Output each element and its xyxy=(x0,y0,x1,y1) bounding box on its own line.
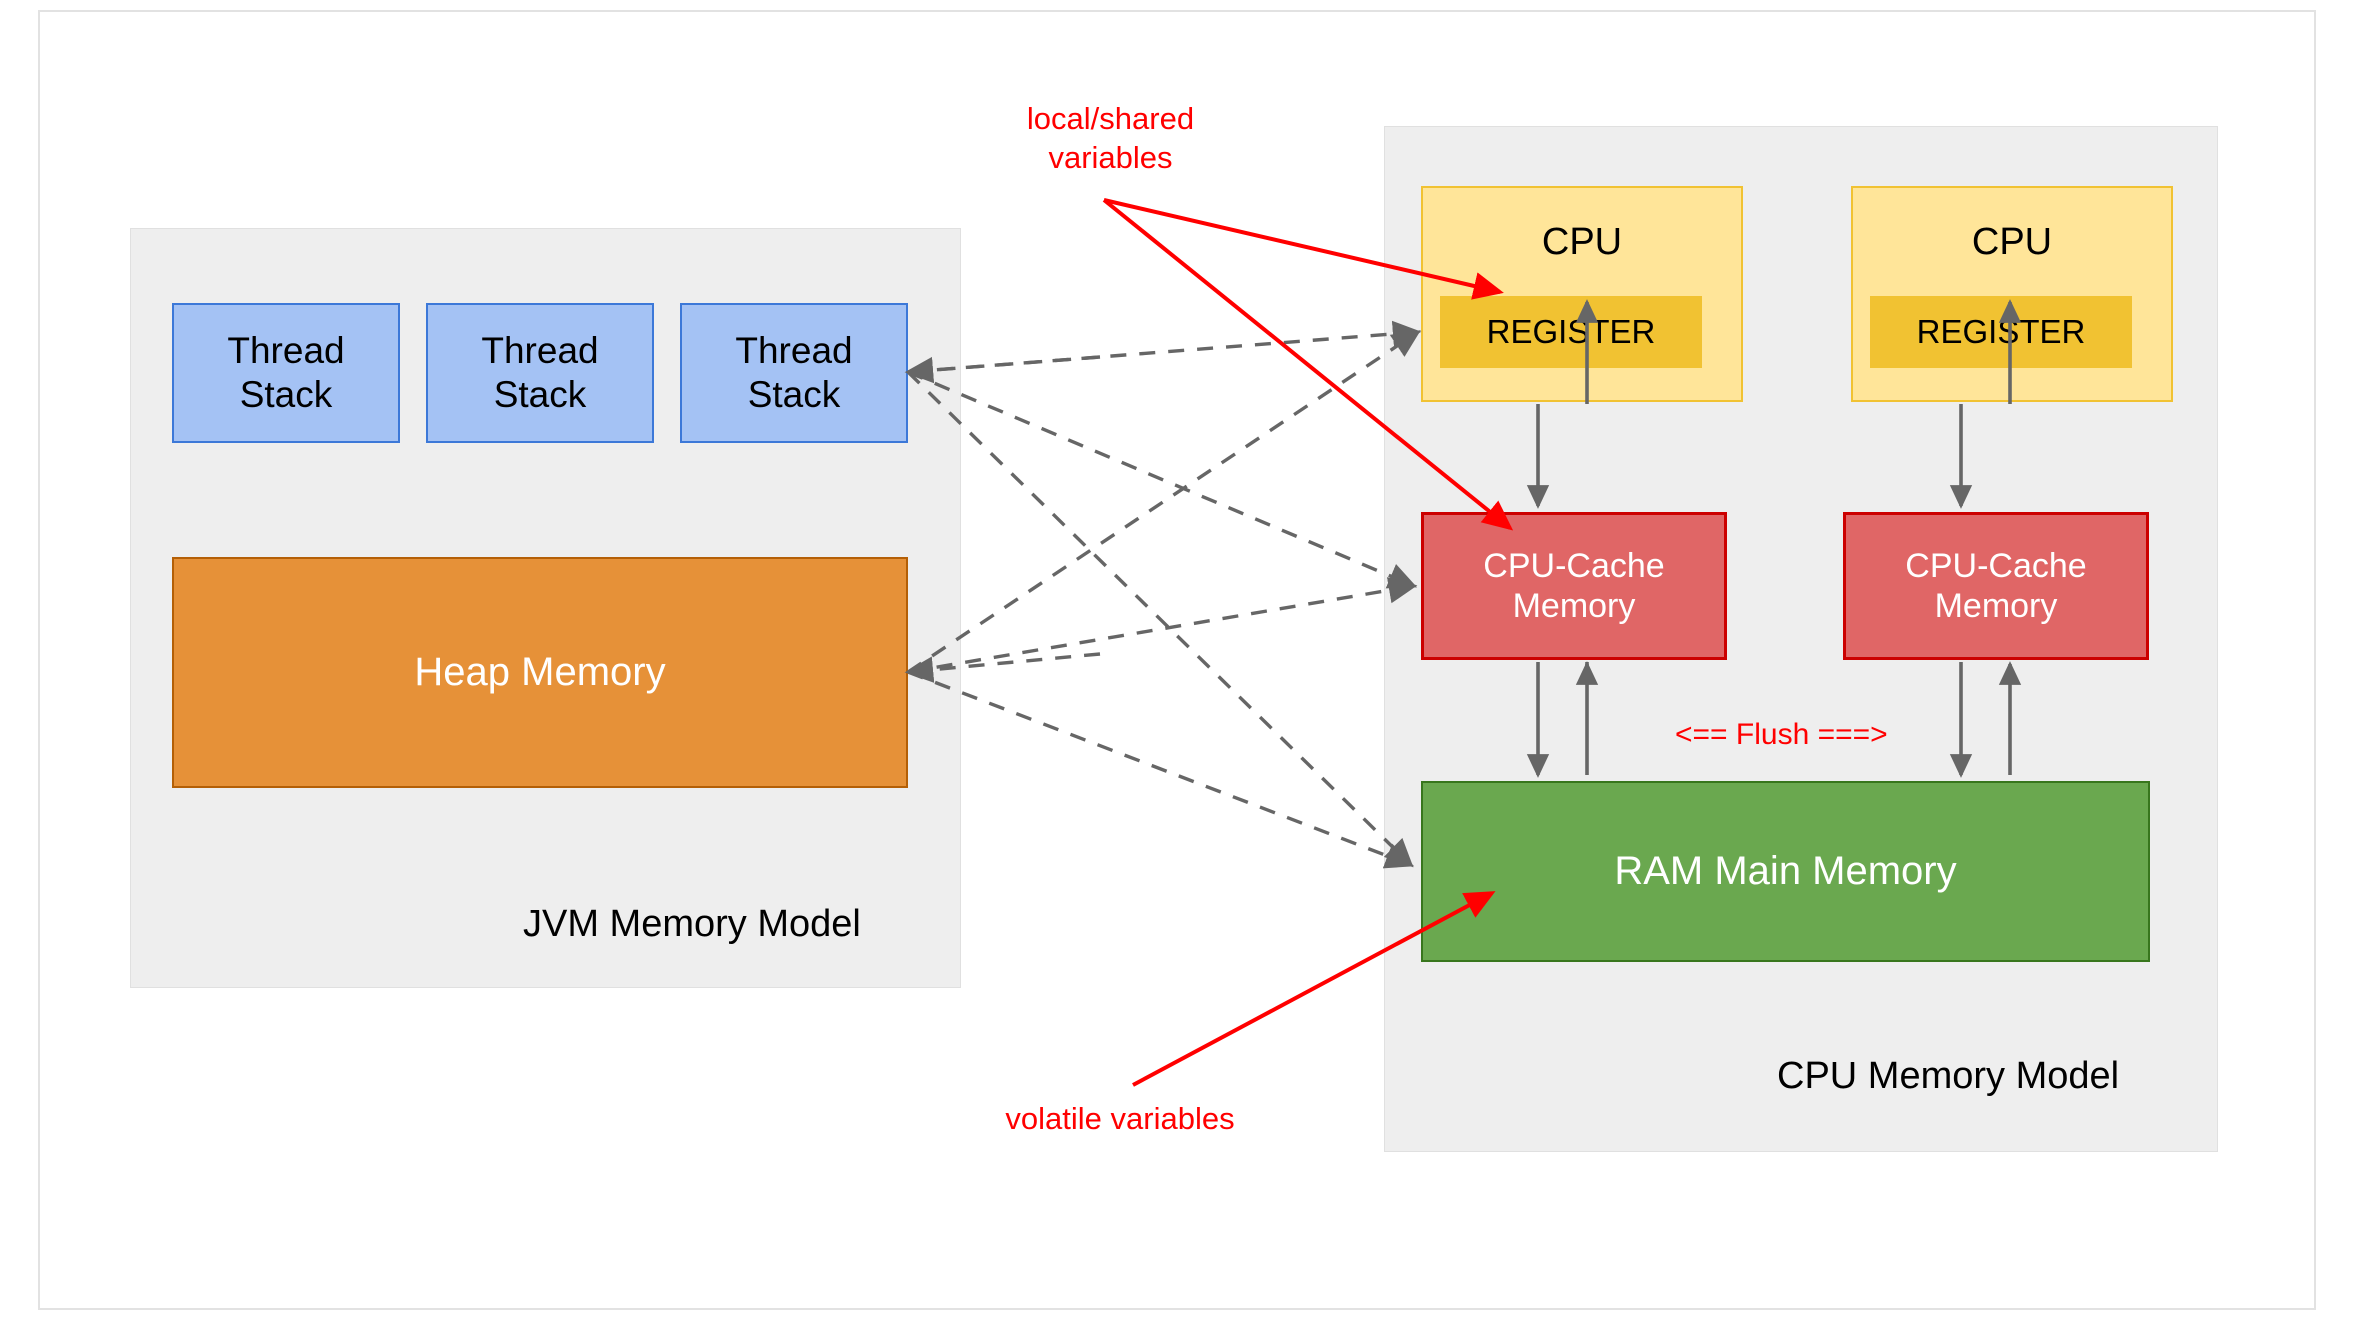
cpu-cache-label: CPU-Cache Memory xyxy=(1483,546,1665,625)
edge-heap-to-cache xyxy=(907,577,1418,674)
cpu-label: CPU xyxy=(1541,221,1623,263)
register-label: REGISTER xyxy=(1486,312,1656,350)
local-shared-variables-annotation: local/shared variables xyxy=(1026,101,1195,175)
cpu-label: CPU xyxy=(1971,221,2053,263)
ram-main-memory-label: RAM Main Memory xyxy=(1614,848,1957,893)
thread-stack-label: Thread Stack xyxy=(227,330,345,415)
heap-memory-label: Heap Memory xyxy=(414,649,666,694)
cpu-box-2[interactable]: CPU xyxy=(1851,186,2173,402)
thread-stack-label: Thread Stack xyxy=(735,330,853,415)
flush-label: <== Flush ===> xyxy=(1675,718,1888,751)
thread-stack-box-2[interactable]: Thread Stack xyxy=(426,303,654,443)
volatile-variables-annotation: volatile variables xyxy=(1005,1101,1235,1136)
thread-stack-box-1[interactable]: Thread Stack xyxy=(172,303,400,443)
cpu-cache-memory-box-2[interactable]: CPU-Cache Memory xyxy=(1843,512,2149,660)
register-label: REGISTER xyxy=(1916,312,2086,350)
edge-thread-to-register xyxy=(907,320,1422,374)
ram-main-memory-box[interactable]: RAM Main Memory xyxy=(1421,781,2150,962)
thread-stack-label: Thread Stack xyxy=(481,330,599,415)
register-box-2[interactable]: REGISTER xyxy=(1870,296,2132,368)
edge-thread-to-cache xyxy=(907,370,1418,589)
jvm-panel-caption: JVM Memory Model xyxy=(523,903,861,945)
cpu-box-1[interactable]: CPU xyxy=(1421,186,1743,402)
cpu-cache-memory-box-1[interactable]: CPU-Cache Memory xyxy=(1421,512,1727,660)
register-box-1[interactable]: REGISTER xyxy=(1440,296,1702,368)
edge-thread-to-ram xyxy=(906,370,1414,868)
cpu-cache-label: CPU-Cache Memory xyxy=(1905,546,2087,625)
cpu-panel-caption: CPU Memory Model xyxy=(1777,1055,2120,1097)
edge-heap-to-register xyxy=(907,330,1421,674)
heap-memory-box[interactable]: Heap Memory xyxy=(172,557,908,788)
edge-heap-to-ram xyxy=(907,670,1415,869)
thread-stack-box-3[interactable]: Thread Stack xyxy=(680,303,908,443)
